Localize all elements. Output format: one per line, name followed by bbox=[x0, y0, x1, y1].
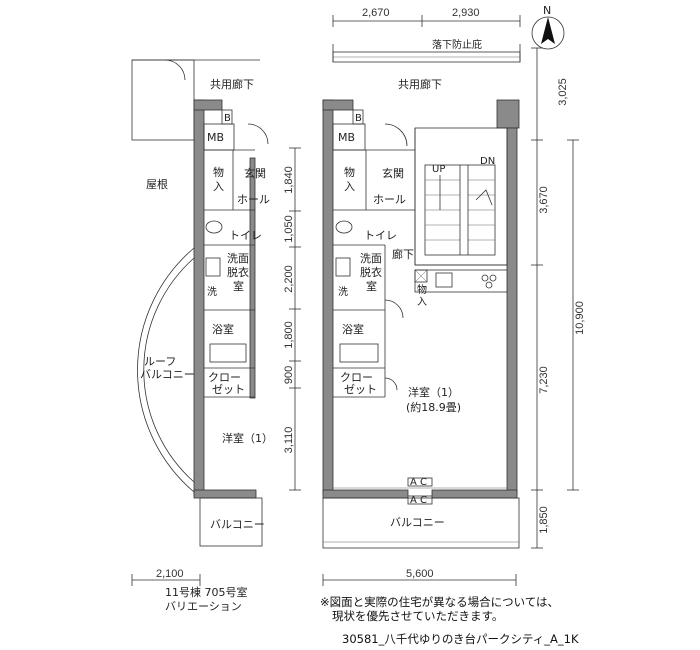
sink-icon bbox=[435, 272, 453, 288]
stair-up-label: UP bbox=[432, 164, 445, 175]
var-storage-label-1: 物 bbox=[213, 165, 224, 179]
variation-plan: 共用廊下 屋根 B MB 物 入 玄関 ホール トイレ 洗 洗面 脱衣 室 bbox=[131, 59, 273, 613]
main-room-area: (約18.9畳) bbox=[406, 400, 461, 414]
main-balcony-label: バルコニー bbox=[390, 516, 445, 529]
fall-prevention-label: 落下防止庇 bbox=[432, 38, 482, 51]
right-dim-4: 7,230 bbox=[538, 366, 550, 394]
unit-dim-2: 1,050 bbox=[283, 215, 295, 243]
svg-text:ゼット: ゼット bbox=[212, 383, 245, 396]
compass-label: N bbox=[543, 4, 551, 17]
var-hall-label: ホール bbox=[237, 193, 270, 206]
bottom-dim-main: 5,600 bbox=[406, 568, 434, 580]
north-arrow-icon bbox=[541, 17, 555, 44]
right-dim-5: 1,850 bbox=[538, 506, 550, 534]
unit-left-dimensions: 1,840 1,050 2,200 1,800 900 3,110 bbox=[283, 147, 301, 491]
ac-unit-1 bbox=[407, 477, 433, 487]
var-closet-label: クロー bbox=[208, 371, 241, 384]
top-dimensions: 2,670 2,930 bbox=[332, 7, 521, 27]
main-storage-label-1: 物 bbox=[344, 165, 355, 179]
stair-break-icon bbox=[475, 189, 493, 206]
main-washroom-label: 洗面 bbox=[360, 252, 382, 265]
var-bathtub-icon bbox=[209, 343, 247, 363]
bottom-dimensions: 2,100 5,600 bbox=[131, 568, 517, 586]
fall-prevention-eave: 落下防止庇 bbox=[332, 38, 521, 63]
svg-text:A C: A C bbox=[410, 495, 427, 506]
compass: N bbox=[531, 4, 565, 50]
var-wash-label: 洗 bbox=[207, 286, 217, 298]
svg-text:室: 室 bbox=[233, 279, 244, 293]
main-toilet-icon bbox=[335, 220, 353, 234]
bottom-dim-variation: 2,100 bbox=[156, 568, 184, 580]
var-bath-label: 浴室 bbox=[212, 322, 234, 336]
ac-unit-2 bbox=[407, 495, 433, 505]
var-balcony-label: バルコニー bbox=[210, 518, 265, 531]
var-roof-balcony-label-1: ルーフ bbox=[144, 355, 176, 368]
var-toilet-label: トイレ bbox=[229, 229, 262, 242]
main-bath-label: 浴室 bbox=[342, 322, 364, 336]
right-dim-2: 3,670 bbox=[538, 186, 550, 214]
notes: ※図面と実際の住宅が異なる場合については、 現状を優先させていただきます。 30… bbox=[320, 595, 579, 646]
main-plan: 共用廊下 B MB 物 入 玄関 ホール トイレ 廊下 洗 洗面 脱衣 bbox=[322, 77, 520, 549]
var-toilet-icon bbox=[205, 220, 223, 234]
main-room-label: 洋室（1） bbox=[408, 385, 459, 399]
main-closet-label: クロー bbox=[340, 371, 373, 384]
unit-dim-1: 1,840 bbox=[283, 166, 295, 194]
main-storage2-label-2: 入 bbox=[417, 297, 427, 308]
var-room-label: 洋室（1） bbox=[222, 431, 273, 445]
unit-dim-3: 2,200 bbox=[283, 265, 295, 293]
top-dim-1: 2,670 bbox=[362, 7, 390, 19]
var-washroom-label: 洗面 bbox=[227, 252, 249, 265]
main-hall-label: ホール bbox=[373, 193, 406, 206]
var-roof-balcony-label-2: バルコニー bbox=[140, 368, 195, 381]
var-roof-label: 屋根 bbox=[146, 177, 168, 191]
svg-text:ゼット: ゼット bbox=[344, 383, 377, 396]
var-caption-line1: 11号棟 705号室 bbox=[165, 585, 248, 599]
svg-text:室: 室 bbox=[366, 279, 377, 293]
svg-text:脱衣: 脱衣 bbox=[227, 265, 249, 279]
right-dim-3: 10,900 bbox=[574, 301, 586, 335]
main-b-label: B bbox=[355, 113, 362, 124]
roof-balcony-arc bbox=[137, 247, 195, 493]
main-corridor-label: 共用廊下 bbox=[398, 77, 442, 91]
stair-down-label: DN bbox=[480, 156, 495, 167]
unit-dim-5: 900 bbox=[283, 366, 295, 384]
var-corridor-label: 共用廊下 bbox=[210, 77, 254, 91]
right-dimensions: 3,025 3,670 10,900 7,230 1,850 bbox=[531, 47, 586, 549]
unit-dim-6: 3,110 bbox=[283, 427, 295, 454]
main-bathtub-icon bbox=[339, 343, 379, 363]
main-storage-label-2: 入 bbox=[344, 180, 355, 193]
main-entrance-label: 玄関 bbox=[382, 166, 404, 180]
top-dim-2: 2,930 bbox=[452, 7, 480, 19]
main-hallway-label: 廊下 bbox=[392, 247, 414, 261]
var-b-label: B bbox=[224, 113, 231, 124]
main-storage2-label-1: 物 bbox=[417, 283, 427, 296]
svg-text:脱衣: 脱衣 bbox=[360, 265, 382, 279]
main-wash-label: 洗 bbox=[338, 286, 348, 298]
main-mb-label: MB bbox=[338, 131, 355, 144]
main-toilet-label: トイレ bbox=[364, 229, 397, 242]
stove-burner-icon bbox=[481, 274, 489, 282]
unit-dim-4: 1,800 bbox=[283, 321, 295, 349]
right-dim-1: 3,025 bbox=[557, 78, 569, 106]
note-line-1: ※図面と実際の住宅が異なる場合については、 bbox=[320, 595, 559, 609]
var-mb-label: MB bbox=[207, 131, 224, 144]
drawing-code: 30581_八千代ゆりのき台パークシティ_A_1K bbox=[342, 632, 579, 646]
var-caption-line2: バリエーション bbox=[165, 600, 242, 613]
var-storage-label-2: 入 bbox=[213, 180, 224, 193]
note-line-2: 現状を優先させていただきます。 bbox=[332, 609, 503, 623]
var-entrance-label: 玄関 bbox=[244, 166, 266, 180]
svg-text:A C: A C bbox=[410, 477, 427, 488]
